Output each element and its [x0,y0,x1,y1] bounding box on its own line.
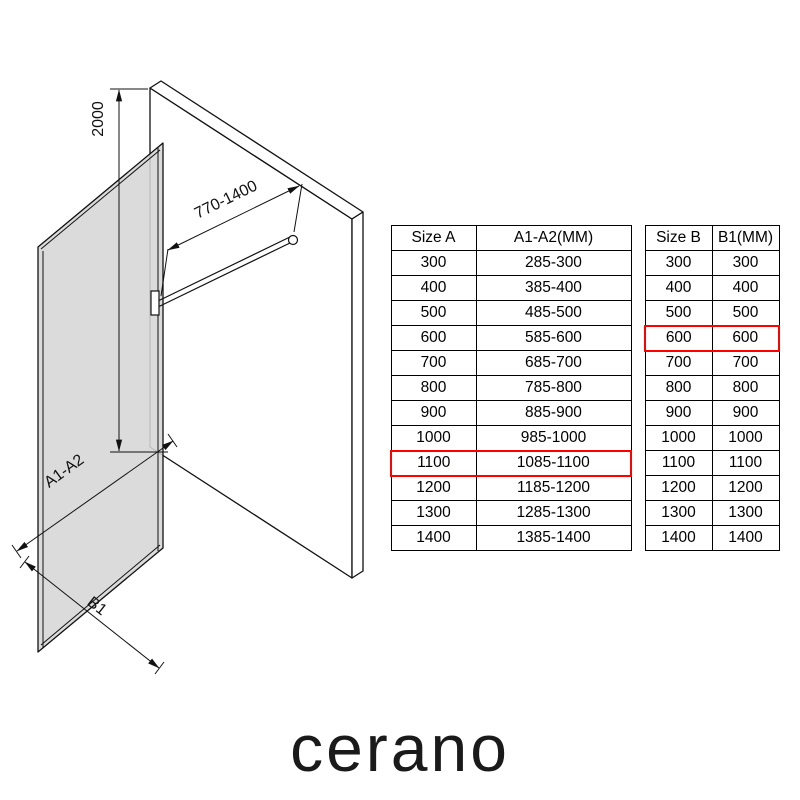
table-cell: 985-1000 [475,425,632,451]
table-cell: 1100 [644,450,713,476]
table-cell: 1100 [390,449,477,477]
table-cell: 400 [390,275,477,301]
table-cell: 400 [644,275,713,301]
size-a-header-size: Size A [390,225,477,251]
wall-side-face [351,211,364,579]
height-dim-label: 2000 [90,101,107,137]
table-cell: 685-700 [475,350,632,376]
table-cell: 600 [644,324,713,352]
size-b-header-row: Size B B1(MM) [644,225,780,251]
depth-dim-ticks [19,555,165,675]
table-cell: 1400 [390,525,477,551]
table-cell: 500 [711,300,780,326]
wall-panel [149,80,364,579]
table-cell: 500 [644,300,713,326]
table-cell: 300 [390,250,477,276]
table-cell: 1400 [711,525,780,551]
table-cell: 1085-1100 [475,449,632,477]
size-b-header-size: Size B [644,225,713,251]
brand-logo: cerano [290,711,510,785]
table-cell: 1200 [644,475,713,501]
table-cell: 300 [644,250,713,276]
table-cell: 1300 [711,500,780,526]
size-a-header-row: Size A A1-A2(MM) [390,225,632,251]
table-cell: 285-300 [475,250,632,276]
table-cell: 1300 [644,500,713,526]
technical-drawing: 2000 770-1400 A1-A2 B1 [11,80,364,675]
dimension-lines [11,88,303,675]
table-cell: 1000 [711,425,780,451]
table-cell: 1385-1400 [475,525,632,551]
table-cell: 385-400 [475,275,632,301]
table-cell: 700 [390,350,477,376]
table-cell: 1200 [390,475,477,501]
table-cell: 1285-1300 [475,500,632,526]
size-b-header-value: B1(MM) [711,225,780,251]
wall-mount [287,234,299,246]
table-cell: 600 [390,325,477,351]
table-cell: 885-900 [475,400,632,426]
table-cell: 900 [711,400,780,426]
table-cell: 1100 [711,450,780,476]
table-cell: 700 [711,350,780,376]
table-cell: 1300 [390,500,477,526]
glass-panel [37,142,164,653]
table-cell: 800 [711,375,780,401]
table-cell: 1000 [390,425,477,451]
table-cell: 1200 [711,475,780,501]
size-a-header-range: A1-A2(MM) [475,225,632,251]
bar-dim-line [167,185,300,251]
table-cell: 1185-1200 [475,475,632,501]
table-cell: 785-800 [475,375,632,401]
table-cell: 300 [711,250,780,276]
table-cell: 800 [390,375,477,401]
table-cell: 485-500 [475,300,632,326]
width-dim-line [16,440,174,552]
table-cell: 1400 [644,525,713,551]
table-cell: 800 [644,375,713,401]
table-cell: 400 [711,275,780,301]
glass-face [37,142,164,653]
table-cell: 1000 [644,425,713,451]
table-cell: 700 [644,350,713,376]
table-cell: 900 [390,400,477,426]
glass-clamp [150,290,160,316]
table-cell: 585-600 [475,325,632,351]
table-cell: 900 [644,400,713,426]
table-cell: 500 [390,300,477,326]
table-cell: 600 [711,324,780,352]
width-dim-ticks [11,433,178,559]
depth-dim-line [24,561,160,669]
wall-front-face [149,87,353,579]
